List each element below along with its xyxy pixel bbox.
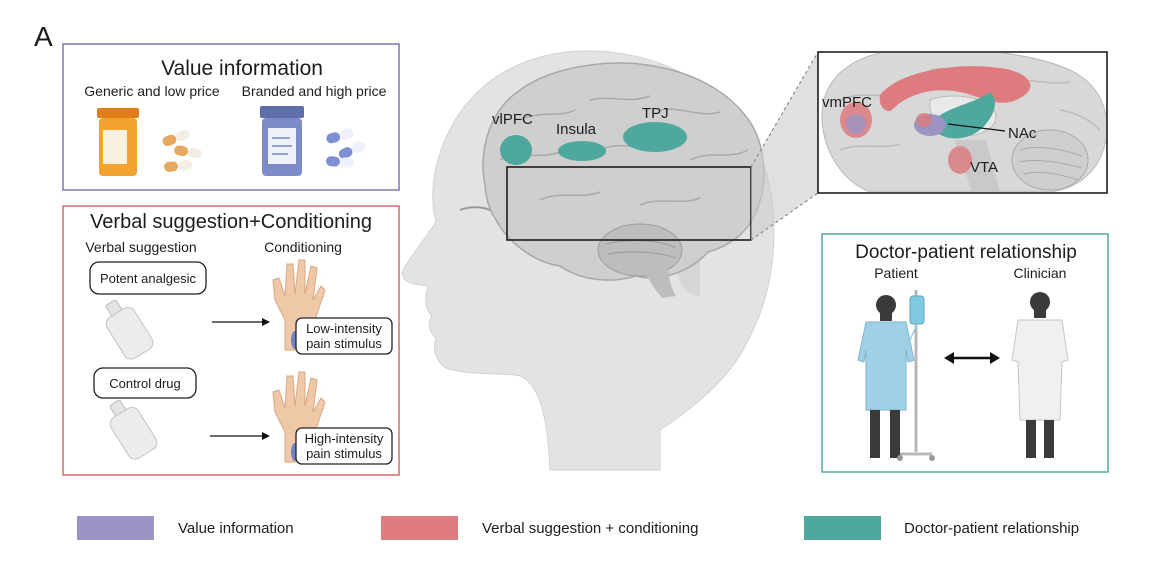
dropper-bottle-icon-2 xyxy=(109,399,158,460)
clinician-label: Clinician xyxy=(1014,265,1067,281)
legend-swatch-verbal xyxy=(381,516,458,540)
control-drug-label: Control drug xyxy=(109,376,181,391)
insula-label: Insula xyxy=(556,121,597,138)
branded-pill-bottle-icon xyxy=(260,106,304,176)
vta-region xyxy=(948,146,972,174)
generic-capsules-icon xyxy=(162,129,202,172)
vlpfc-region xyxy=(500,135,532,165)
low-intensity-line1: Low-intensity xyxy=(306,321,382,336)
value-box-title: Value information xyxy=(161,57,323,80)
legend-label-verbal: Verbal suggestion + conditioning xyxy=(482,520,698,537)
legend-swatch-value xyxy=(77,516,154,540)
generic-low-price-label: Generic and low price xyxy=(84,83,220,99)
patient-label: Patient xyxy=(874,265,918,281)
insula-region xyxy=(558,141,606,161)
double-arrow-icon xyxy=(944,352,1000,364)
nac-label: NAc xyxy=(1008,125,1037,142)
tpj-region xyxy=(623,122,687,152)
tpj-label: TPJ xyxy=(642,105,669,122)
vta-label: VTA xyxy=(970,159,998,176)
zoom-connector xyxy=(750,51,819,241)
clinician-figure-icon xyxy=(1011,292,1069,458)
verbal-suggestion-box: Verbal suggestion+Conditioning Verbal su… xyxy=(62,205,400,476)
low-intensity-line2: pain stimulus xyxy=(306,336,382,351)
legend: Value information Verbal suggestion + co… xyxy=(77,516,1079,540)
legend-swatch-doctor xyxy=(804,516,881,540)
potent-analgesic-label: Potent analgesic xyxy=(100,271,197,286)
branded-high-price-label: Branded and high price xyxy=(242,83,387,99)
value-information-box: Value information Generic and low price … xyxy=(62,43,400,191)
doctor-box-title: Doctor-patient relationship xyxy=(855,242,1077,263)
legend-label-doctor: Doctor-patient relationship xyxy=(904,520,1079,537)
high-intensity-line2: pain stimulus xyxy=(306,446,382,461)
patient-figure-icon xyxy=(857,295,915,458)
generic-pill-bottle-icon xyxy=(97,108,139,176)
vmpfc-label: vmPFC xyxy=(822,94,872,111)
verbal-suggestion-column-label: Verbal suggestion xyxy=(85,239,196,255)
panel-label: A xyxy=(34,21,53,52)
verbal-box-title: Verbal suggestion+Conditioning xyxy=(90,211,372,233)
branded-capsules-icon xyxy=(326,128,366,168)
legend-label-value: Value information xyxy=(178,520,294,537)
vlpfc-label: vlPFC xyxy=(492,111,533,128)
dropper-bottle-icon xyxy=(105,299,154,360)
high-intensity-line1: High-intensity xyxy=(305,431,384,446)
iv-stand-icon xyxy=(897,290,935,461)
sagittal-inset: vmPFC NAc VTA xyxy=(817,51,1108,194)
brain: vlPFC Insula TPJ xyxy=(482,62,765,298)
doctor-patient-box: Doctor-patient relationship Patient Clin… xyxy=(821,233,1109,473)
conditioning-column-label: Conditioning xyxy=(264,239,342,255)
